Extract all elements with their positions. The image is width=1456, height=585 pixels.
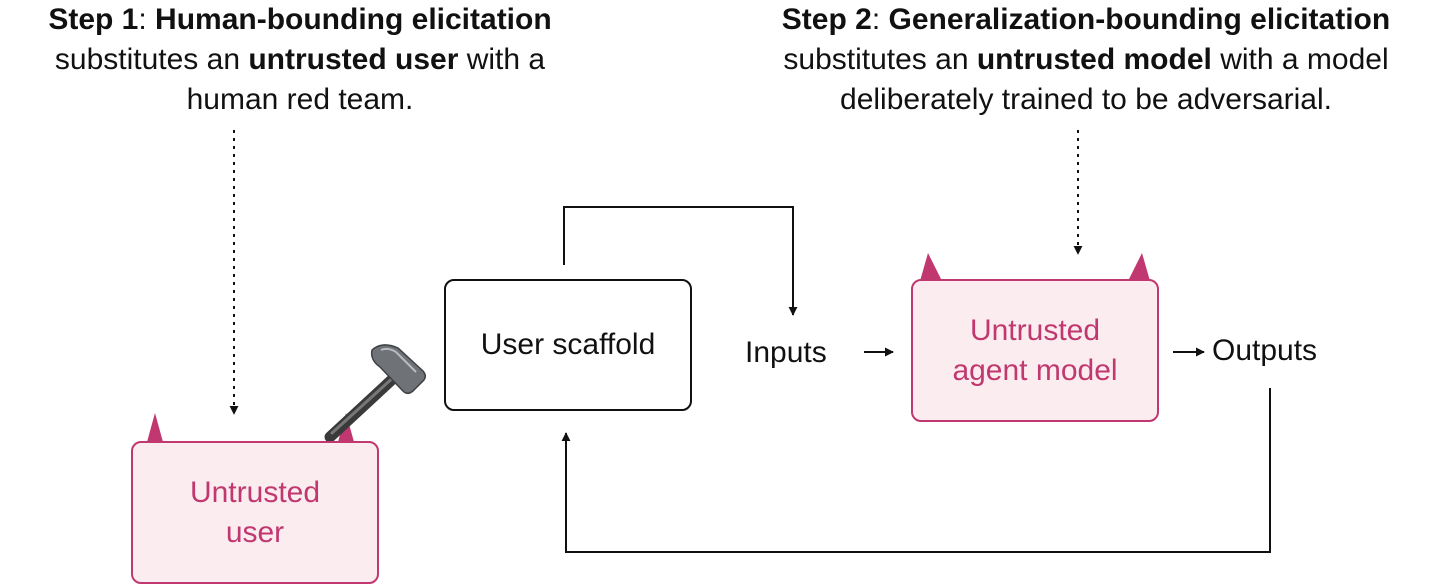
step2-title-number: Step 2: [781, 3, 872, 36]
devil-horn-icon: [147, 413, 163, 442]
outputs-feedback-arrow: [561, 388, 1271, 553]
agent-model-line2: agent model: [952, 353, 1118, 387]
untrusted-user-box: Untrusted user: [131, 441, 379, 584]
outputs-label: Outputs: [1212, 334, 1318, 367]
step1-caption: Step 1: Human-bounding elicitation subst…: [0, 0, 600, 120]
step2-description-line2: deliberately trained to be adversarial.: [840, 83, 1332, 116]
step1-title: Step 1: Human-bounding elicitation: [48, 3, 552, 36]
step1-description-line1: substitutes an untrusted user with a: [0, 40, 600, 80]
step1-desc-post: with a: [458, 43, 546, 76]
step2-desc-post: with a model: [1211, 43, 1389, 76]
step1-title-number: Step 1: [48, 3, 139, 36]
step2-desc-bold: untrusted model: [976, 43, 1212, 76]
agent-model-line1: Untrusted: [969, 313, 1101, 347]
step2-caption: Step 2: Generalization-bounding elicitat…: [716, 0, 1456, 120]
step1-desc-bold: untrusted user: [248, 43, 459, 76]
step1-description-line2: human red team.: [186, 83, 414, 116]
step2-title: Step 2: Generalization-bounding elicitat…: [781, 3, 1391, 36]
untrusted-user-line1: Untrusted: [189, 475, 321, 509]
untrusted-agent-model-box: Untrusted agent model: [911, 279, 1159, 422]
untrusted-user-line2: user: [225, 515, 285, 549]
step1-title-name: Human-bounding elicitation: [155, 3, 552, 36]
devil-horn-icon: [920, 253, 942, 281]
step2-description-line1: substitutes an untrusted model with a mo…: [716, 40, 1456, 80]
user-scaffold-label: User scaffold: [480, 328, 656, 361]
hammer-icon: [324, 344, 426, 443]
step1-desc-pre: substitutes an: [54, 43, 249, 76]
devil-horn-icon: [1128, 253, 1150, 281]
scaffold-to-inputs-arrow: [563, 206, 798, 316]
step2-desc-pre: substitutes an: [783, 43, 977, 76]
step2-title-name: Generalization-bounding elicitation: [888, 3, 1391, 36]
user-scaffold-box: User scaffold: [444, 279, 692, 411]
inputs-label: Inputs: [745, 336, 827, 369]
